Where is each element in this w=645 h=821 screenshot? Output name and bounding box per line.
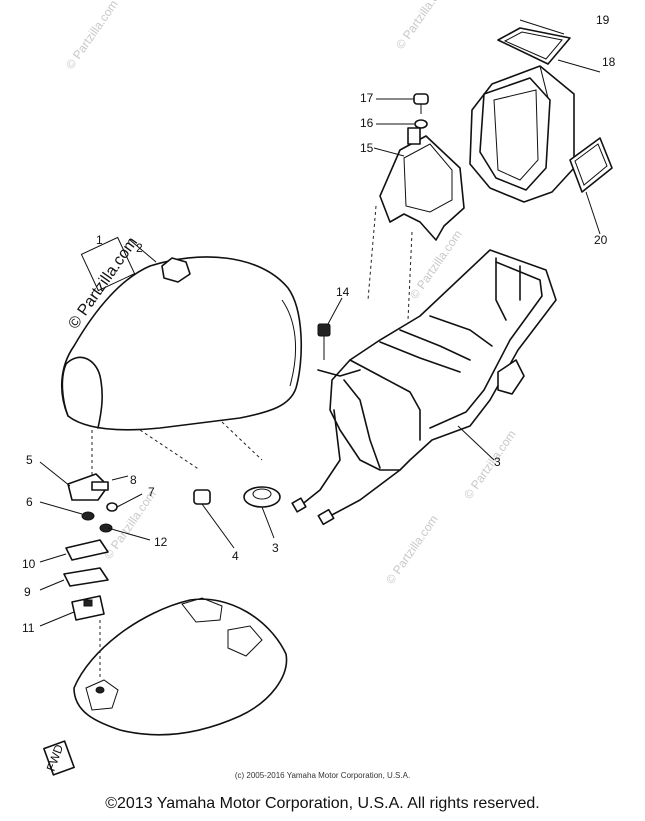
copyright-main: ©2013 Yamaha Motor Corporation, U.S.A. A… bbox=[105, 795, 540, 812]
part-14-bolt bbox=[317, 323, 331, 360]
watermark-main: © Partzilla.com bbox=[65, 234, 141, 332]
callout-numbers: 1 2 3 4 5 6 7 8 9 10 11 12 3 14 15 16 17… bbox=[22, 13, 616, 635]
part-15-bracket bbox=[367, 127, 465, 321]
part-16-washer bbox=[414, 119, 428, 129]
callout-3: 3 bbox=[272, 541, 279, 555]
callout-16: 16 bbox=[360, 116, 374, 130]
part-19-grille bbox=[497, 27, 571, 65]
part-7-bolt bbox=[106, 493, 143, 512]
part-3-frame bbox=[291, 249, 557, 526]
leader-lines bbox=[39, 19, 601, 627]
part-5-hinge bbox=[67, 473, 109, 501]
callout-17: 17 bbox=[360, 91, 374, 105]
copyright-small: (c) 2005-2016 Yamaha Motor Corporation, … bbox=[234, 771, 411, 780]
callout-12: 12 bbox=[154, 535, 168, 549]
callout-19: 19 bbox=[596, 13, 610, 27]
part-17-bolt bbox=[413, 93, 429, 114]
watermark: © Partzilla.com bbox=[63, 0, 121, 72]
callout-4: 4 bbox=[232, 549, 239, 563]
part-4-grommet bbox=[193, 489, 211, 505]
watermark: © Partzilla.com bbox=[393, 0, 451, 52]
callout-3-frame: 3 bbox=[494, 455, 501, 469]
watermark: © Partzilla.com bbox=[383, 512, 441, 586]
watermark: © Partzilla.com bbox=[461, 427, 519, 501]
part-20-side-grille bbox=[569, 137, 613, 193]
part-1-seat bbox=[60, 236, 302, 480]
callout-15: 15 bbox=[360, 141, 374, 155]
callout-20: 20 bbox=[594, 233, 608, 247]
callout-7: 7 bbox=[148, 485, 155, 499]
part-3-damper bbox=[243, 486, 281, 508]
callout-18: 18 bbox=[602, 55, 616, 69]
part-11-bracket bbox=[71, 595, 105, 621]
callout-1: 1 bbox=[96, 233, 103, 247]
part-18-rear-housing bbox=[469, 65, 575, 203]
part-10-plate bbox=[65, 539, 109, 561]
callout-5: 5 bbox=[26, 453, 33, 467]
callout-8: 8 bbox=[130, 473, 137, 487]
part-12-nut bbox=[99, 523, 113, 533]
part-9-plate bbox=[63, 567, 109, 587]
callout-6: 6 bbox=[26, 495, 33, 509]
callout-9: 9 bbox=[24, 585, 31, 599]
callout-14: 14 bbox=[336, 285, 350, 299]
fwd-marker: FWD bbox=[43, 740, 75, 776]
callout-2: 2 bbox=[136, 241, 143, 255]
callout-11: 11 bbox=[22, 621, 35, 635]
part-6-nut bbox=[81, 511, 95, 521]
part-8-pin bbox=[91, 481, 109, 491]
seat-pan bbox=[73, 597, 288, 736]
callout-10: 10 bbox=[22, 557, 36, 571]
